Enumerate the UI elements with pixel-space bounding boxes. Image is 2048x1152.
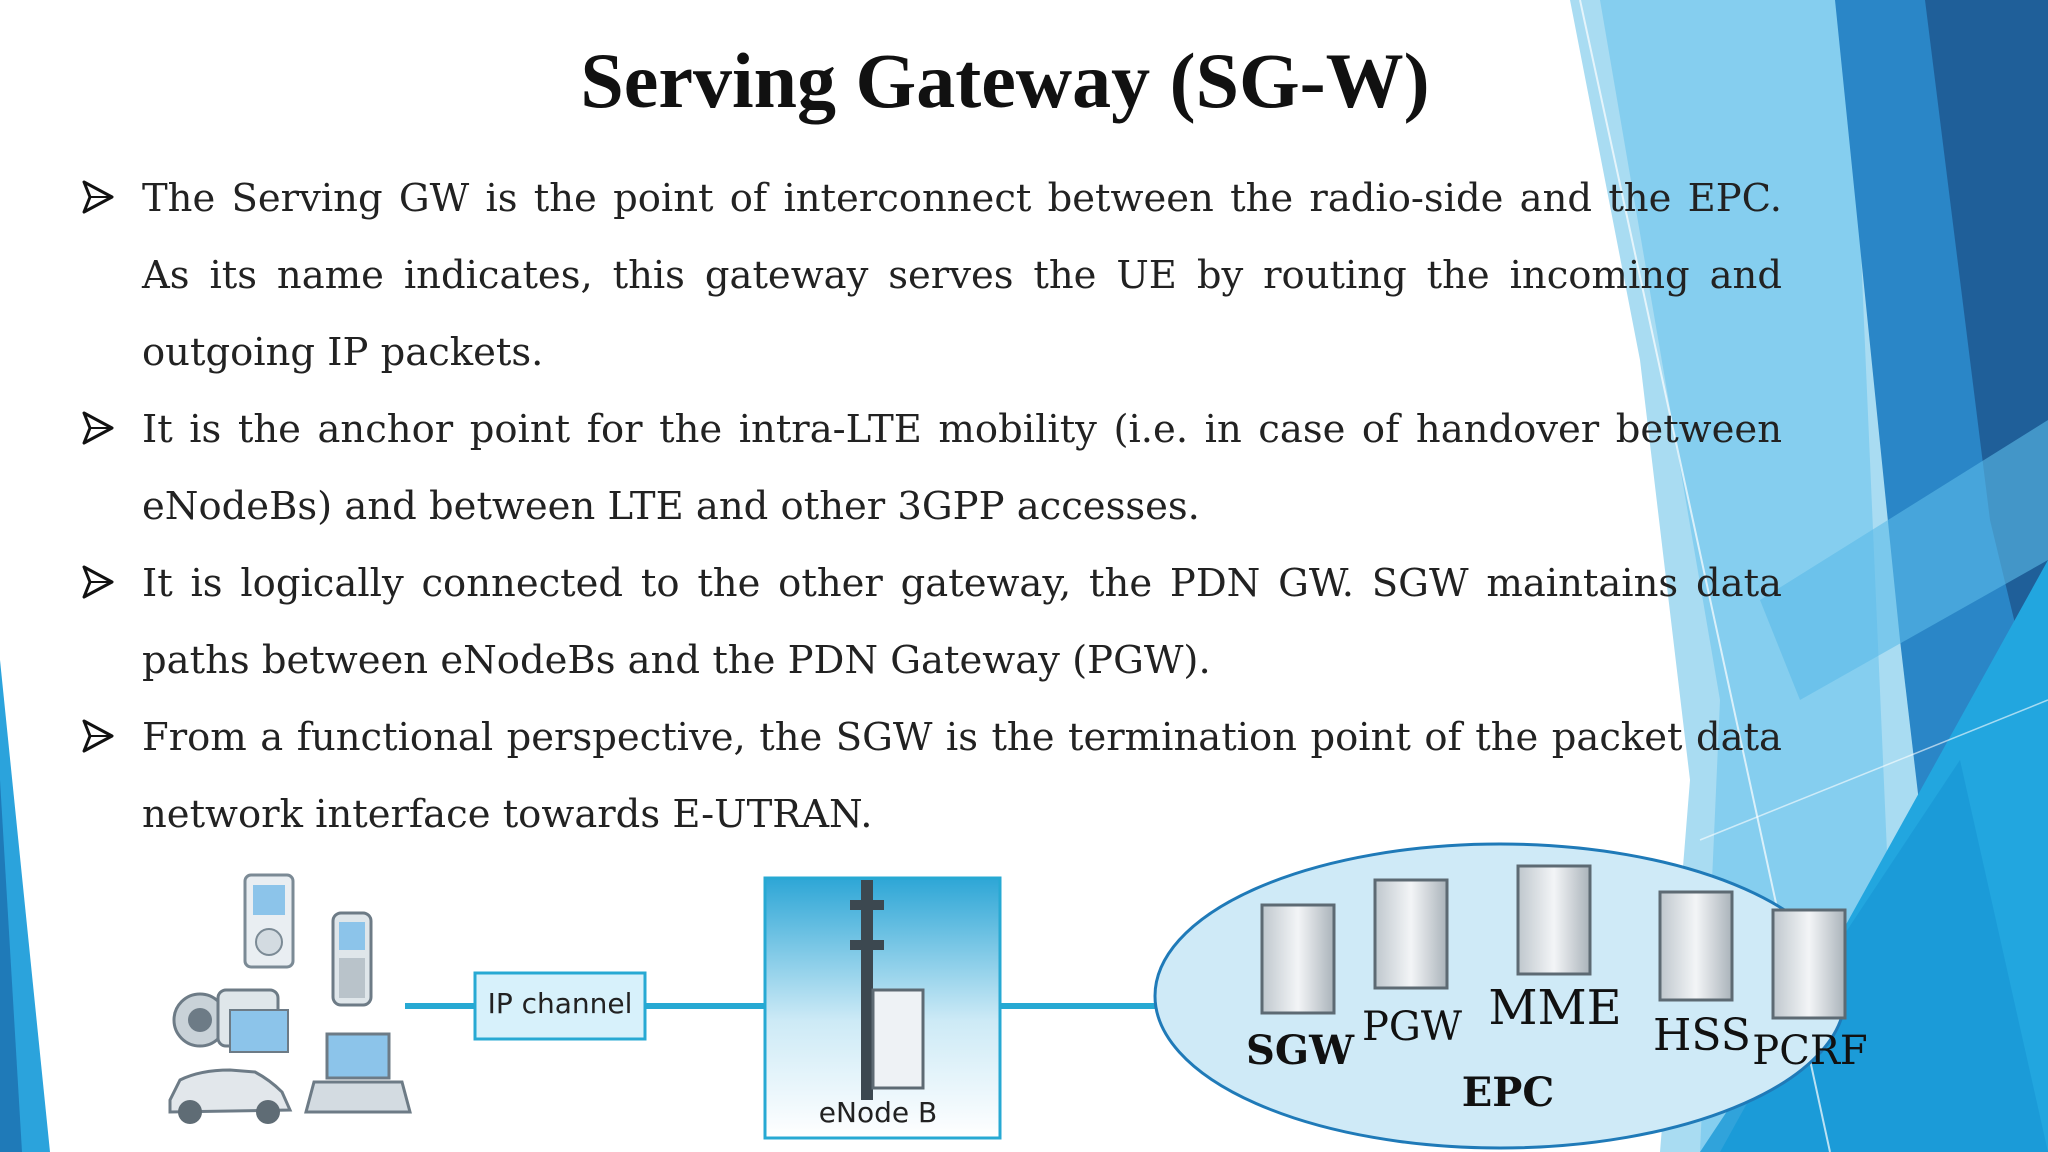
sgw-server-icon — [1260, 903, 1336, 1015]
mme-server-icon — [1516, 864, 1592, 976]
bullet-text: It is the anchor point for the intra-LTE… — [142, 407, 1782, 529]
mp3-player-icon — [243, 873, 295, 969]
hss-server-icon — [1658, 890, 1734, 1002]
epc-label: EPC — [1462, 1069, 1554, 1116]
car-icon — [168, 1068, 293, 1124]
node-label-mme: MME — [1488, 980, 1621, 1036]
video-camera-icon — [172, 988, 289, 1053]
bullet-text: The Serving GW is the point of interconn… — [142, 176, 1782, 375]
bullet-item: It is the anchor point for the intra-LTE… — [82, 391, 1782, 545]
node-label-pcrf: PCRF — [1752, 1028, 1867, 1074]
arrow-bullet-icon — [82, 180, 114, 214]
laptop-icon — [304, 1032, 412, 1114]
arrow-bullet-icon — [82, 719, 114, 753]
ip-channel-label: IP channel — [488, 987, 633, 1020]
antenna-tower-icon — [861, 880, 873, 1100]
bullet-item: From a functional perspective, the SGW i… — [82, 699, 1782, 853]
pcrf-server-icon — [1771, 908, 1847, 1020]
enodeb-label: eNode B — [819, 1096, 937, 1129]
pgw-server-icon — [1373, 878, 1449, 990]
bullet-item: The Serving GW is the point of interconn… — [82, 160, 1782, 391]
arrow-bullet-icon — [82, 411, 114, 445]
node-label-sgw: SGW — [1246, 1027, 1355, 1074]
network-diagram: IP channel eNode B SGW PGW MME HSS — [168, 842, 1868, 1150]
mobile-phone-icon — [331, 911, 373, 1007]
node-label-hss: HSS — [1653, 1010, 1751, 1061]
bullet-text: From a functional perspective, the SGW i… — [142, 715, 1782, 837]
ip-channel-box: IP channel — [473, 971, 647, 1041]
enodeb-box: eNode B — [763, 876, 1002, 1140]
bullet-list: The Serving GW is the point of interconn… — [82, 160, 1782, 853]
node-label-pgw: PGW — [1362, 1004, 1462, 1050]
epc-cloud: SGW PGW MME HSS PCRF EPC — [1153, 842, 1868, 1150]
bullet-text: It is logically connected to the other g… — [142, 561, 1782, 683]
bullet-item: It is logically connected to the other g… — [82, 545, 1782, 699]
arrow-bullet-icon — [82, 565, 114, 599]
slide-title: Serving Gateway (SG-W) — [580, 37, 1430, 124]
